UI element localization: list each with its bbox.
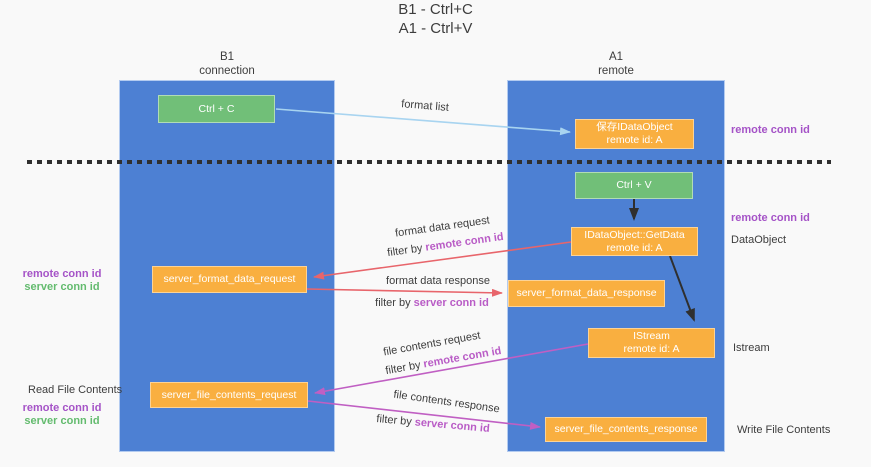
node-save-idataobject: 保存IDataObject remote id: A <box>575 119 694 149</box>
annotation-istream: Istream <box>733 342 770 354</box>
annotation-write-file-contents: Write File Contents <box>737 424 831 436</box>
node-idataobject-getdata-line1: IDataObject::GetData <box>584 228 685 241</box>
node-idataobject-getdata: IDataObject::GetData remote id: A <box>571 227 698 256</box>
node-server-format-data-request-label: server_format_data_request <box>163 273 296 285</box>
edge-label-file-contents-response: file contents response <box>392 388 501 416</box>
node-istream: IStream remote id: A <box>588 328 715 358</box>
title-line-1: B1 - Ctrl+C <box>398 1 473 18</box>
session-separator-line <box>27 160 831 164</box>
edge-label-format-list: format list <box>400 98 450 114</box>
annotation-dataobject: DataObject <box>731 234 787 246</box>
node-save-idataobject-line2: remote id: A <box>606 134 663 146</box>
node-server-format-data-response: server_format_data_response <box>508 280 665 307</box>
lane-b1-role: connection <box>199 65 255 77</box>
node-idataobject-getdata-line2: remote id: A <box>606 241 663 254</box>
annotation-remote-conn-id-top-right: remote conn id <box>731 124 810 136</box>
node-ctrl-v-label: Ctrl + V <box>616 179 652 191</box>
lane-a1-role: remote <box>598 65 634 77</box>
filter-by-text: filter by <box>386 242 424 260</box>
lane-header-a1: A1 remote <box>507 50 725 78</box>
arrow-format-data-response <box>306 288 503 297</box>
node-server-file-contents-response: server_file_contents_response <box>545 417 707 442</box>
node-server-file-contents-response-label: server_file_contents_response <box>554 423 698 435</box>
diagram-title: B1 - Ctrl+C A1 - Ctrl+V <box>0 0 871 38</box>
lane-header-b1: B1 connection <box>119 50 335 78</box>
annotation-conn-ids-bottom-left: remote conn id server conn id <box>14 402 110 428</box>
node-ctrl-c: Ctrl + C <box>158 95 275 123</box>
filter-key-server-conn-id: server conn id <box>414 416 491 435</box>
filter-by-text: filter by <box>384 359 422 378</box>
annotation-remote-conn-id-mid-right: remote conn id <box>731 212 810 224</box>
node-save-idataobject-line1: 保存IDataObject <box>596 121 673 133</box>
node-server-format-data-request: server_format_data_request <box>152 266 307 293</box>
node-istream-line2: remote id: A <box>623 343 680 355</box>
node-istream-line1: IStream <box>633 330 670 342</box>
title-line-2: A1 - Ctrl+V <box>398 20 473 37</box>
annotation-server-conn-id-mid-left: server conn id <box>24 281 100 293</box>
annotation-conn-ids-mid-left: remote conn id server conn id <box>14 268 110 294</box>
lane-a1-name: A1 <box>608 51 624 63</box>
filter-key-server-conn-id: server conn id <box>413 297 489 309</box>
node-ctrl-c-label: Ctrl + C <box>198 102 235 115</box>
annotation-server-conn-id-bottom-left: server conn id <box>24 415 100 427</box>
annotation-read-file-contents: Read File Contents <box>28 384 123 396</box>
node-server-file-contents-request: server_file_contents_request <box>150 382 308 408</box>
filter-by-text: filter by <box>375 413 413 429</box>
annotation-remote-conn-id-bottom-left: remote conn id <box>22 402 102 414</box>
lane-b1-name: B1 <box>219 51 235 63</box>
annotation-remote-conn-id-mid-left: remote conn id <box>22 268 102 280</box>
node-ctrl-v: Ctrl + V <box>575 172 693 199</box>
filter-by-text: filter by <box>375 297 411 309</box>
node-server-format-data-response-label: server_format_data_response <box>516 287 657 299</box>
edge-label-format-data-response: format data response <box>386 275 490 287</box>
node-server-file-contents-request-label: server_file_contents_request <box>161 388 297 401</box>
